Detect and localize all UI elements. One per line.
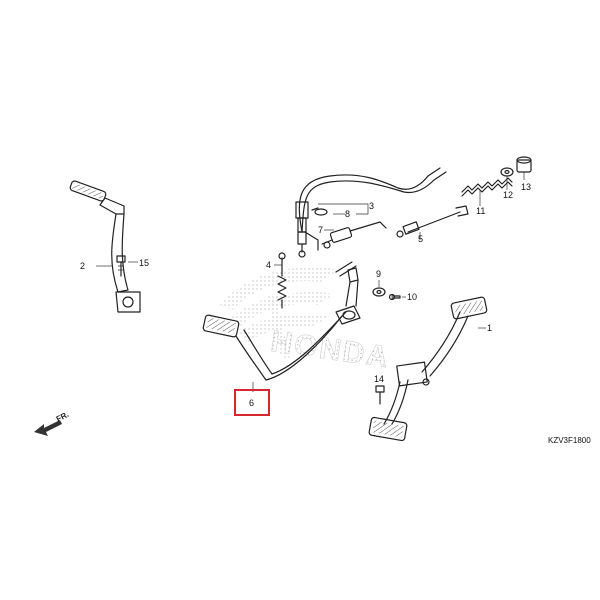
highlight-box [234,389,270,416]
clip-8[interactable] [311,207,328,216]
callout-1[interactable]: 1 [487,323,492,333]
front-label: FR. [55,410,71,424]
cable-assembly[interactable] [295,167,447,258]
front-direction-indicator: FR. [34,410,70,436]
brake-rod-5[interactable] [396,205,469,238]
callout-2[interactable]: 2 [80,261,85,271]
washer-9[interactable] [372,287,386,297]
nut-13[interactable] [516,156,532,173]
brake-pedal-6[interactable] [202,261,361,381]
adjuster-7[interactable] [321,221,387,249]
washer-12[interactable] [500,167,514,177]
leader-lines [96,172,525,392]
callout-10[interactable]: 10 [407,292,417,302]
bolt-15[interactable] [116,255,126,277]
step-bar-1[interactable] [368,296,488,442]
callout-8[interactable]: 8 [345,209,350,219]
callout-4[interactable]: 4 [266,260,271,270]
callout-5[interactable]: 5 [418,234,423,244]
callout-14[interactable]: 14 [374,374,384,384]
callout-3[interactable]: 3 [369,201,374,211]
callout-12[interactable]: 12 [503,190,513,200]
bolt-14[interactable] [375,385,385,405]
callout-6[interactable]: 6 [249,398,254,408]
callout-15[interactable]: 15 [139,258,149,268]
return-spring-4[interactable] [277,252,287,309]
spring-11[interactable] [461,177,513,197]
honda-wing-watermark: HONDA [220,267,392,375]
front-arrow-icon [34,420,62,436]
callout-7[interactable]: 7 [318,225,323,235]
diagram-code: KZV3F1800 [548,436,591,445]
callout-labels: 1 2 3 4 5 6 7 8 9 10 11 12 13 14 15 [80,182,531,408]
cotter-pin-10[interactable] [388,293,401,301]
callout-11[interactable]: 11 [476,206,485,216]
kick-starter-arm[interactable] [69,180,141,313]
callout-13[interactable]: 13 [521,182,531,192]
callout-9[interactable]: 9 [376,269,381,279]
